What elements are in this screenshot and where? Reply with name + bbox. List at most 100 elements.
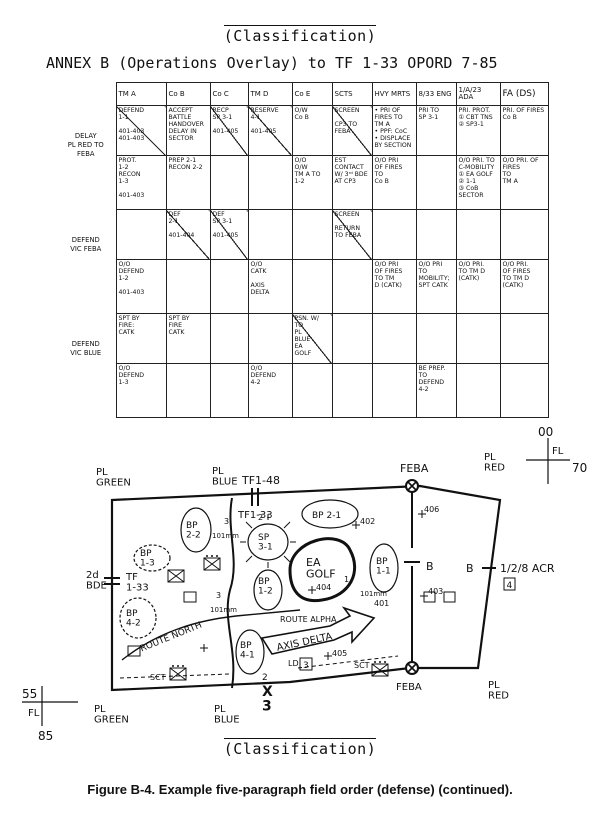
route-north-label: ROUTE NORTH	[139, 621, 204, 655]
svg-text:405: 405	[332, 649, 347, 658]
checkpoint-2: 2	[262, 673, 268, 683]
bottom-classification: (Classification)	[223, 738, 377, 758]
matrix-cell	[247, 209, 293, 260]
target-points	[200, 510, 428, 660]
annex-title: ANNEX B (Operations Overlay) to TF 1-33 …	[46, 54, 498, 72]
figure-caption: Figure B-4. Example five-paragraph field…	[87, 782, 513, 797]
matrix-cell: O/O DEFEND 4-2	[247, 363, 293, 418]
svg-text:BP1-3: BP1-3	[140, 549, 155, 568]
grid-ref-fl-top: FL	[552, 446, 564, 457]
svg-text:101mm: 101mm	[212, 532, 239, 540]
boundary-b	[404, 561, 496, 569]
matrix-cell	[415, 155, 457, 210]
column-header: TM D	[247, 82, 293, 106]
matrix-cell: O/O DEFEND 1-3	[115, 363, 167, 418]
ea-golf	[288, 537, 357, 603]
matrix-cell: PSN. W/ TO PL BLUE EA GOLF	[291, 313, 333, 364]
matrix-cell: O/O PRI OF FIRES TO Co B	[371, 155, 417, 210]
svg-text:3: 3	[224, 517, 229, 526]
matrix-cell: SCREEN CP3 TO FEBA	[331, 105, 373, 156]
axis-delta-arrow	[260, 606, 376, 655]
grid-ref-top-right	[526, 438, 570, 484]
matrix-cell	[209, 259, 249, 314]
bp-2-1	[301, 499, 359, 529]
matrix-cell	[455, 209, 501, 260]
matrix-cell	[455, 363, 501, 418]
sct-label-2: SCT	[354, 661, 370, 670]
phase-label: DEFEND VIC FEBA	[56, 209, 117, 314]
matrix-cell: ACCEPT BATTLE HANDOVER DELAY IN SECTOR	[165, 105, 211, 156]
unit-symbols	[127, 557, 456, 681]
svg-text:101mm: 101mm	[360, 590, 387, 598]
grid-ref-85: 85	[38, 729, 53, 740]
matrix-cell: PRI. OF FIRES Co B	[499, 105, 549, 156]
matrix-cell	[165, 259, 211, 314]
matrix-corner	[56, 82, 117, 106]
tf148-label: TF1-48	[241, 474, 280, 487]
column-header: TM A	[115, 82, 167, 106]
svg-text:406: 406	[424, 505, 439, 514]
matrix-cell: O/O PRI. TO TM D (CATK)	[455, 259, 501, 314]
matrix-cell	[115, 209, 167, 260]
matrix-cell: RECP SP 3-1 401-405	[209, 105, 249, 156]
matrix-cell	[415, 209, 457, 260]
matrix-cell: O/O DEFEND 1-2 401-403	[115, 259, 167, 314]
scout-route	[119, 673, 231, 679]
svg-text:3: 3	[303, 661, 309, 671]
column-header: Co B	[165, 82, 211, 106]
matrix-cell: SCREEN RETURN TO FEBA	[331, 209, 373, 260]
feba-bottom-label: FEBA	[396, 682, 422, 693]
boundary-tf148	[251, 488, 259, 506]
svg-text:2: 2	[258, 513, 263, 522]
matrix-cell: SPT BY FIRE: CATK	[115, 313, 167, 364]
svg-text:SP3-1: SP3-1	[258, 533, 273, 552]
matrix-cell	[371, 313, 417, 364]
grid-ref-70: 70	[572, 461, 587, 475]
matrix-cell: PRI TO SP 3-1	[415, 105, 457, 156]
matrix-cell: • PRI OF FIRES TO TM A • PPF: CoC • DISP…	[371, 105, 417, 156]
matrix-row: O/O DEFEND 1-2 401-403 O/O CATK AXIS DELT…	[56, 259, 549, 314]
svg-text:404: 404	[316, 583, 331, 592]
column-header: HVY MRTS	[371, 82, 417, 106]
execution-matrix: TM A Co B Co C TM D Co E SCTS HVY MRTS 8…	[56, 82, 549, 418]
matrix-cell	[247, 155, 293, 210]
top-classification: (Classification)	[223, 25, 377, 45]
matrix-cell	[415, 313, 457, 364]
matrix-table: TM A Co B Co C TM D Co E SCTS HVY MRTS 8…	[56, 82, 549, 418]
svg-text:401: 401	[374, 599, 389, 608]
matrix-cell: DEF SP 3-1 401-405	[209, 209, 249, 260]
grid-ref-00: 00	[538, 425, 553, 439]
svg-text:BP1-1: BP1-1	[376, 557, 391, 576]
route-alpha-label: ROUTE ALPHA	[280, 615, 337, 624]
matrix-cell: O/O CATK AXIS DELTA	[247, 259, 293, 314]
b-left-label: B	[426, 560, 434, 573]
matrix-cell	[165, 363, 211, 418]
matrix-cell	[331, 259, 373, 314]
svg-text:1: 1	[344, 575, 349, 584]
grid-ref-fl-bot: FL	[28, 708, 40, 719]
matrix-cell	[331, 313, 373, 364]
matrix-cell: PREP 2-1 RECON 2-2	[165, 155, 211, 210]
acr-label: 1/2/8 ACR	[500, 562, 555, 575]
matrix-cell	[455, 313, 501, 364]
svg-text:BP2-2: BP2-2	[186, 521, 201, 540]
matrix-cell: RESERVE 4-1 401-405	[247, 105, 293, 156]
matrix-cell	[291, 259, 333, 314]
column-header: SCTS	[331, 82, 373, 106]
matrix-cell: O/O O/W TM A TO 1-2	[291, 155, 333, 210]
sct-label-1: SCT	[150, 673, 166, 682]
matrix-cell: BE PREP. TO DEFEND 4-2	[415, 363, 457, 418]
ao-boundary	[110, 484, 502, 692]
matrix-cell: O/O PRI TO MOBILITY; SPT CATK	[415, 259, 457, 314]
